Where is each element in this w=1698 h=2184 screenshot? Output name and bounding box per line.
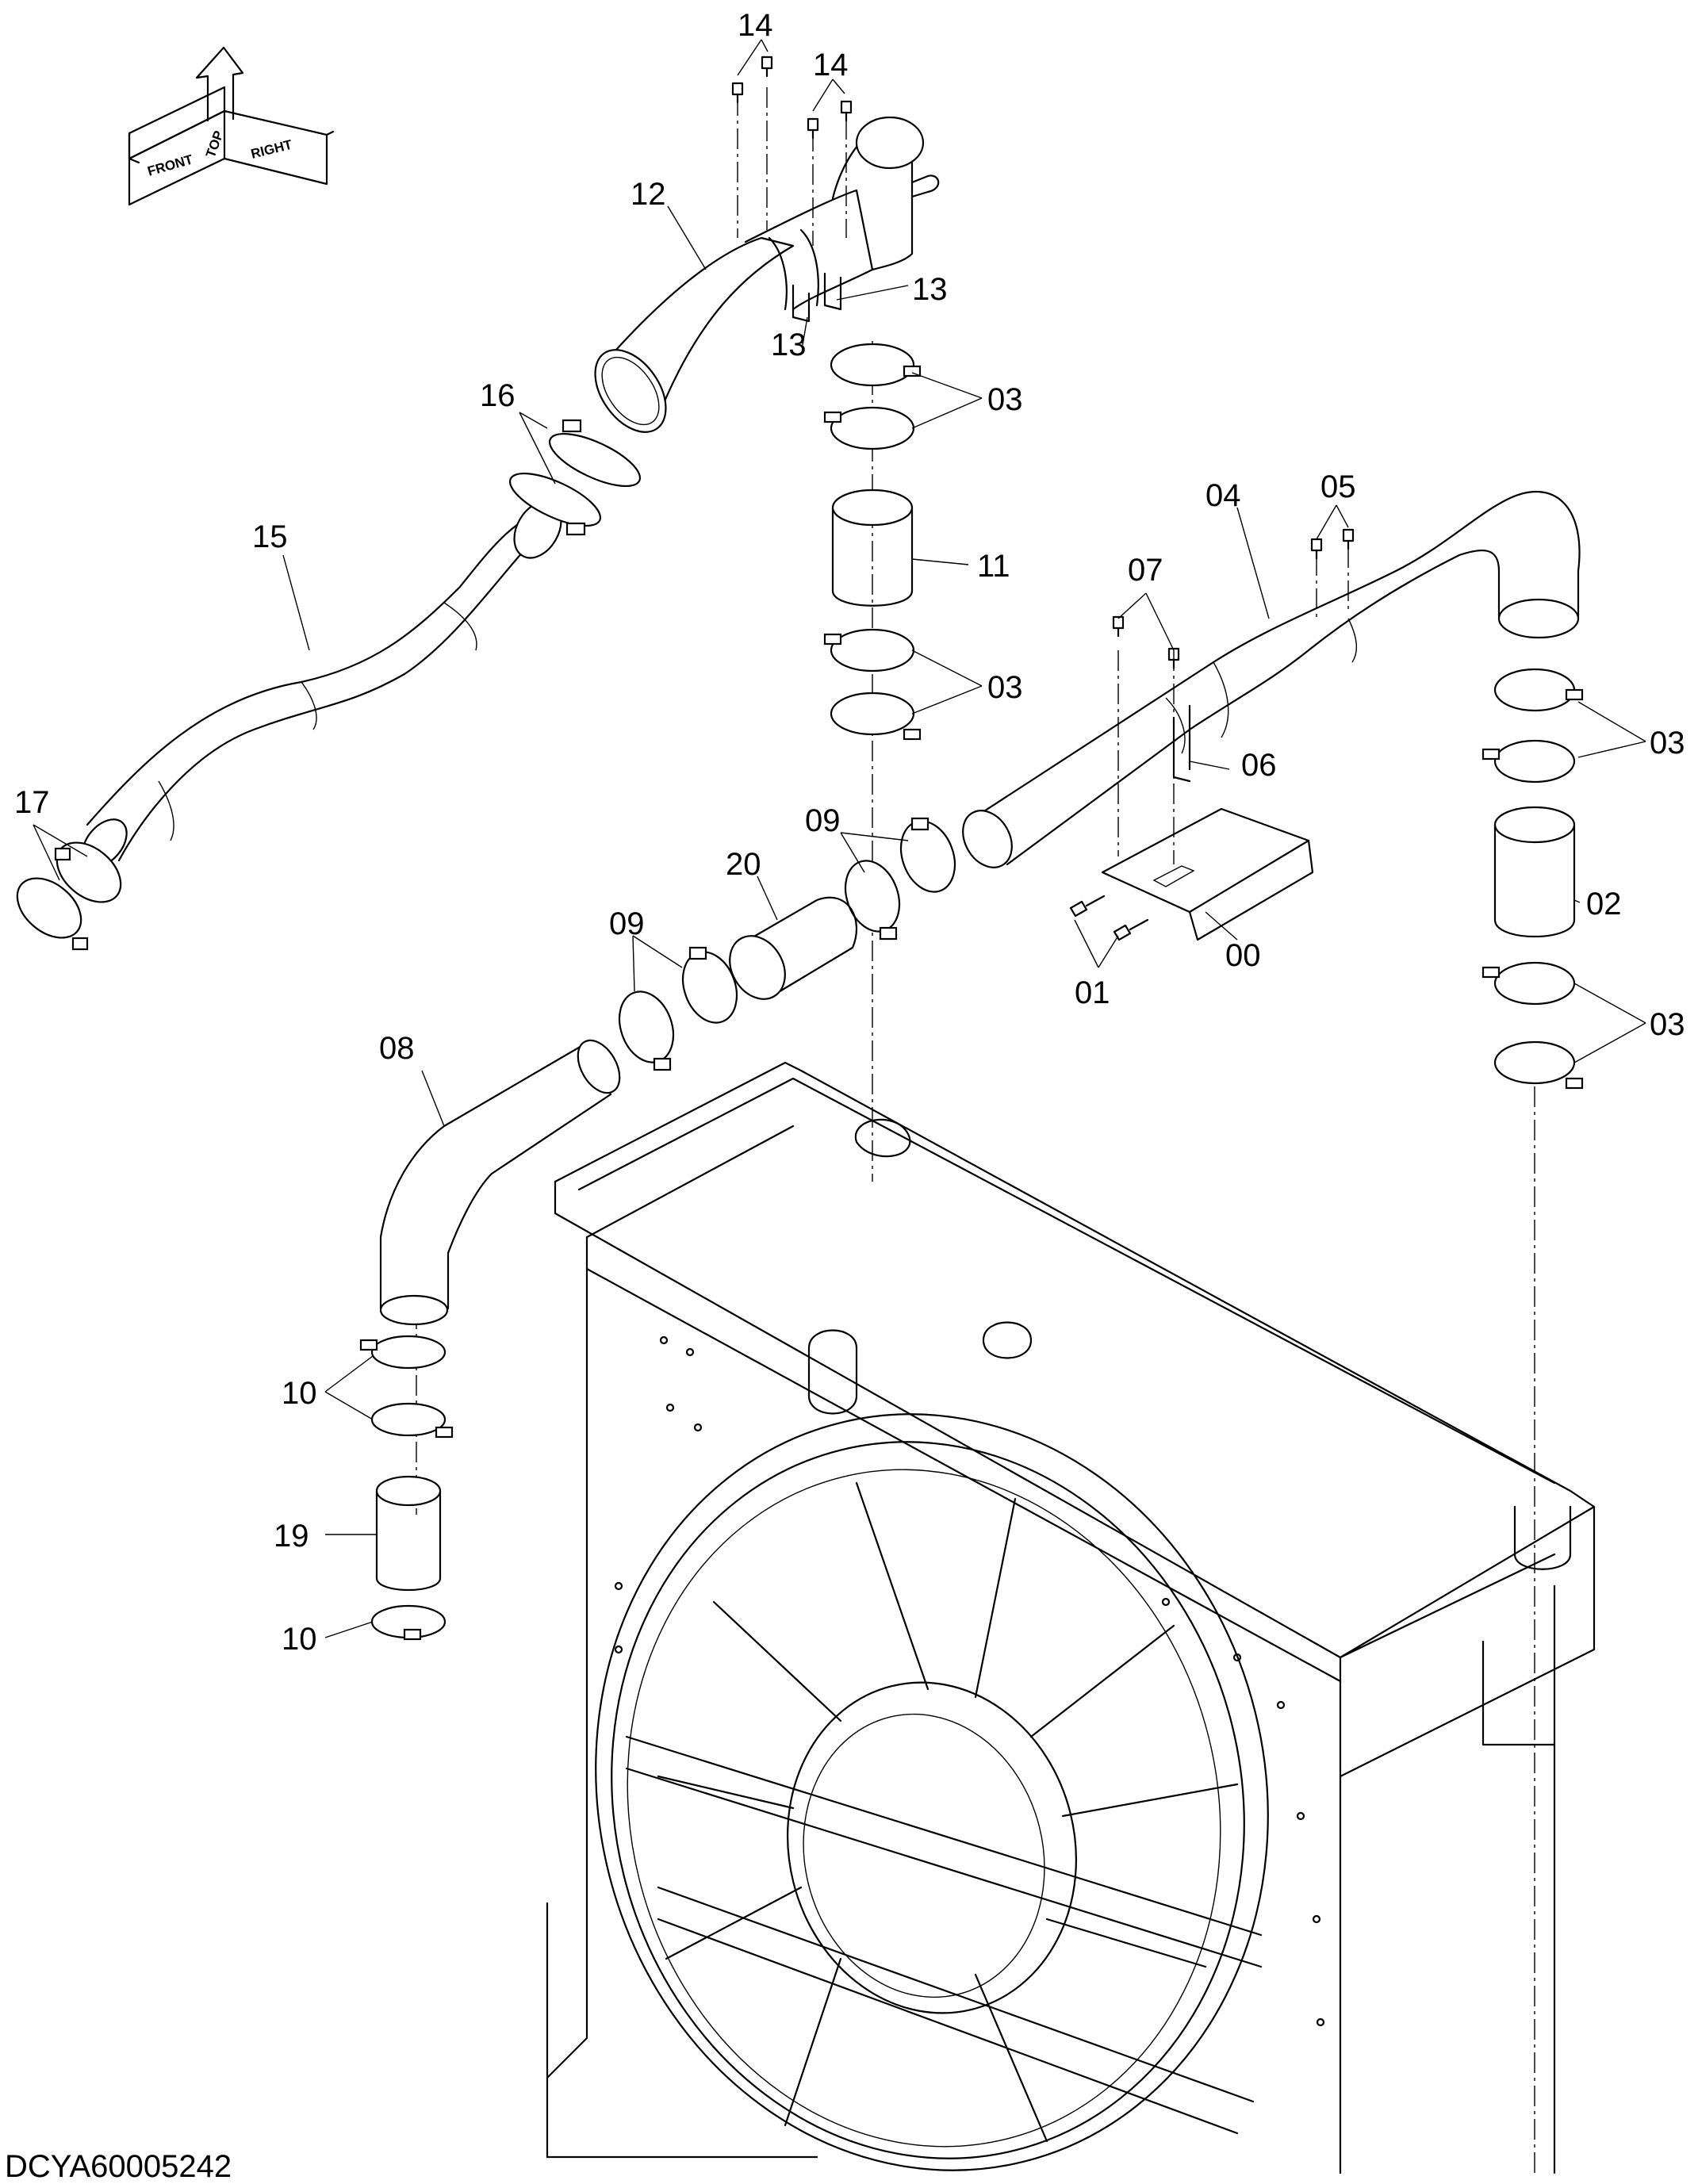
callout-06: 06 bbox=[1241, 748, 1277, 783]
callout-17: 17 bbox=[14, 785, 50, 820]
callout-08: 08 bbox=[379, 1031, 415, 1066]
callout-14-a: 14 bbox=[738, 8, 773, 43]
hose-clamps bbox=[16, 343, 1584, 1641]
callout-09-b: 09 bbox=[609, 906, 645, 941]
radiator-assembly bbox=[546, 1061, 1596, 2174]
orientation-top: TOP bbox=[203, 128, 227, 159]
callout-16: 16 bbox=[480, 378, 516, 413]
callout-02: 02 bbox=[1586, 887, 1622, 921]
callout-07: 07 bbox=[1128, 553, 1163, 588]
orientation-symbol: FRONT TOP RIGHT bbox=[128, 46, 335, 206]
callout-03-a: 03 bbox=[987, 382, 1023, 417]
leader-lines bbox=[33, 39, 1646, 1638]
callout-20: 20 bbox=[726, 847, 761, 882]
callout-11: 11 bbox=[977, 549, 1010, 584]
callout-13-a: 13 bbox=[912, 272, 948, 307]
part-15-hose-long bbox=[82, 500, 562, 868]
callout-13-b: 13 bbox=[771, 328, 807, 362]
callout-15: 15 bbox=[252, 519, 288, 554]
part-08-hose-elbow bbox=[379, 1039, 621, 1326]
callout-05: 05 bbox=[1320, 469, 1356, 504]
drawing-code: DCYA60005242 bbox=[5, 2149, 232, 2184]
callout-01: 01 bbox=[1075, 975, 1110, 1010]
callout-00: 00 bbox=[1225, 938, 1261, 973]
part-04-pipe bbox=[962, 491, 1581, 868]
callout-03-d: 03 bbox=[1650, 1007, 1685, 1042]
part-00-bracket bbox=[1101, 807, 1314, 941]
callout-09-a: 09 bbox=[805, 803, 841, 838]
callout-12: 12 bbox=[631, 177, 666, 212]
orientation-front: FRONT bbox=[146, 151, 195, 179]
centerlines bbox=[416, 87, 1535, 2173]
callout-10-a: 10 bbox=[282, 1376, 317, 1411]
tubes bbox=[375, 489, 1576, 1591]
callout-14-b: 14 bbox=[813, 48, 849, 82]
part-12-hose-elbow bbox=[594, 116, 940, 433]
callout-03-b: 03 bbox=[987, 670, 1023, 705]
callout-04: 04 bbox=[1205, 478, 1241, 513]
callout-10-b: 10 bbox=[282, 1622, 317, 1657]
callout-03-c: 03 bbox=[1650, 726, 1685, 761]
callout-labels: 14 14 12 13 13 03 16 04 05 11 15 07 03 0… bbox=[14, 8, 1685, 1657]
orientation-right: RIGHT bbox=[249, 137, 294, 162]
frame-holes bbox=[614, 1335, 1325, 2027]
callout-19: 19 bbox=[274, 1519, 309, 1554]
